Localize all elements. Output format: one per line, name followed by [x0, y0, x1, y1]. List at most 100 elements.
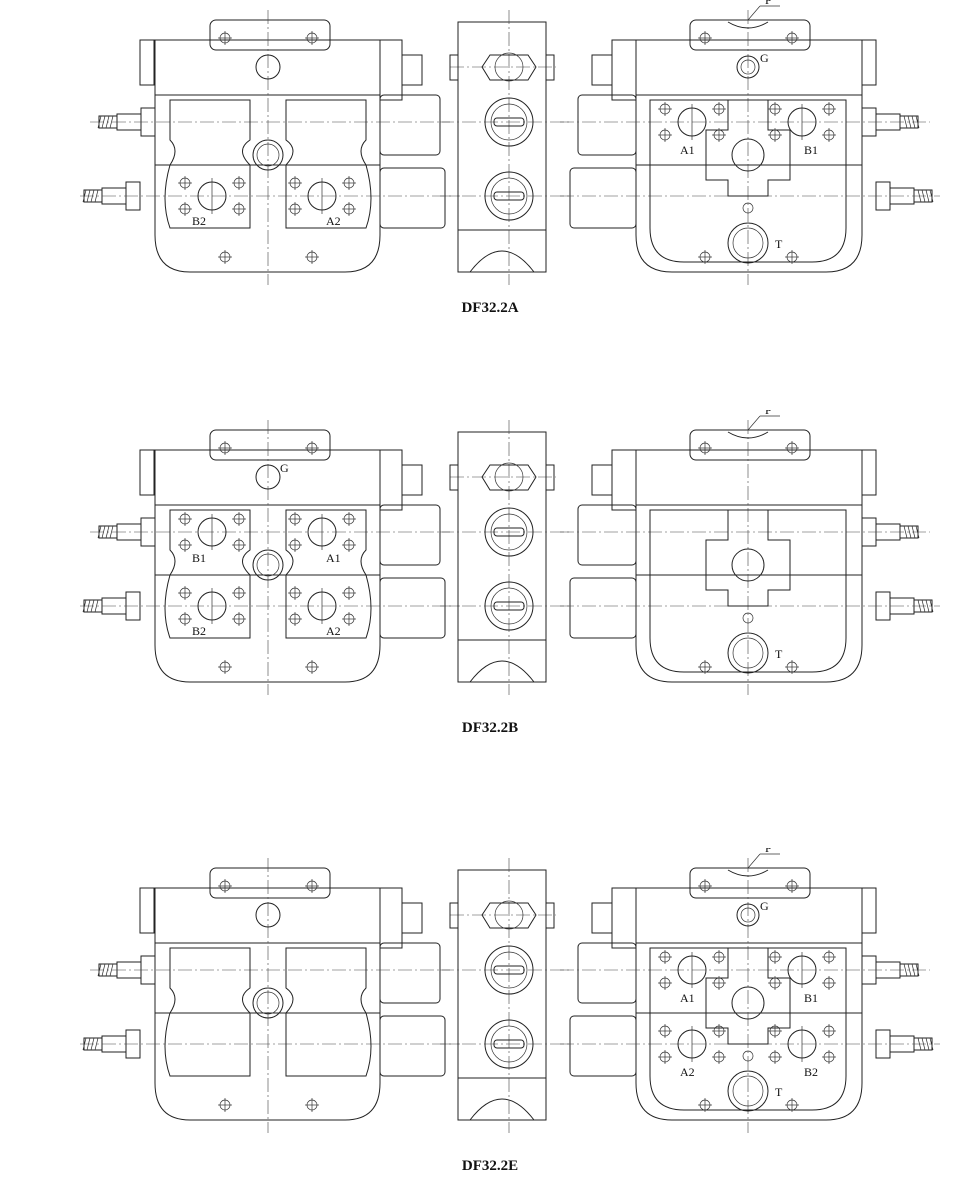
thread-hatch [94, 599, 99, 613]
spool-end-inner [490, 177, 528, 215]
side-view [440, 420, 570, 695]
spool-end-inner [490, 587, 528, 625]
t-port-inner [732, 227, 764, 259]
g-port [736, 903, 760, 927]
front-cavity-left [164, 99, 251, 229]
thread-hatch [929, 599, 934, 613]
front-top-boss [209, 429, 331, 461]
rear-right-cap [861, 887, 877, 934]
rear-cavity [649, 509, 847, 673]
center-plug [252, 549, 284, 581]
side-body [457, 21, 547, 273]
rear-cross-boss [705, 99, 791, 197]
rear-left-block [569, 167, 637, 229]
rear-top-boss [689, 867, 811, 899]
port-label-b1: B1 [192, 551, 206, 565]
center-plug-inner [256, 991, 280, 1015]
center-plug-inner [256, 143, 280, 167]
side-base-arch [469, 250, 535, 273]
front-right-nut [401, 464, 423, 496]
g-port-inner [740, 907, 756, 923]
rear-top-boss [689, 19, 811, 51]
rear-center-port [731, 986, 765, 1020]
spool-end-outer [484, 945, 534, 995]
thread-hatch [94, 1037, 99, 1051]
t-pilot [742, 1050, 754, 1062]
p-leader [747, 853, 761, 869]
thread-hatch [109, 115, 114, 129]
thread-hatch [903, 963, 908, 977]
side-body [457, 869, 547, 1121]
port-label-b1: B1 [804, 991, 818, 1005]
port-label-a1: A1 [680, 143, 695, 157]
front-top-boss [209, 19, 331, 51]
figure-caption: DF32.2B [461, 720, 519, 736]
center-plug-inner [256, 553, 280, 577]
side-view [440, 858, 570, 1133]
port-label-b1: B1 [804, 143, 818, 157]
rear-left-nut [591, 464, 613, 496]
side-left-stub [449, 464, 459, 491]
front-right-block [379, 504, 441, 566]
thread-hatch [925, 189, 930, 203]
rear-top-boss [689, 429, 811, 461]
spool-end-outer [484, 97, 534, 147]
rear-left-block [577, 942, 637, 1004]
front-body [154, 449, 381, 683]
spool-slot [493, 191, 525, 201]
t-port-inner [732, 1075, 764, 1107]
p-leader [747, 415, 761, 431]
front-left-cap [139, 887, 155, 934]
rear-cavity [649, 947, 847, 1111]
center-plug [252, 987, 284, 1019]
t-port-inner [732, 637, 764, 669]
spool-end-outer [484, 1019, 534, 1069]
side-left-stub [449, 54, 459, 81]
side-hex-nut [481, 54, 537, 81]
front-cavity-right [285, 947, 372, 1077]
thread-hatch [109, 525, 114, 539]
thread-hatch [94, 189, 99, 203]
spool-end-inner [490, 951, 528, 989]
rear-body [635, 887, 863, 1121]
port-label-g: G [760, 899, 769, 913]
port-label-a2: A2 [326, 624, 341, 638]
thread-hatch [925, 599, 930, 613]
front-cavity-right [285, 99, 372, 229]
p-port-notch [727, 431, 769, 439]
side-right-stub [545, 54, 555, 81]
thread-hatch [925, 1037, 930, 1051]
figure-caption: DF32.2E [461, 1158, 519, 1174]
front-cavity-left [164, 947, 251, 1077]
front-right-block [379, 167, 446, 229]
port-label-t: T [775, 647, 783, 661]
p-port-notch [727, 869, 769, 877]
spool-end-inner [490, 513, 528, 551]
front-top-boss [209, 867, 331, 899]
rear-left-block [569, 577, 637, 639]
thread-hatch [907, 525, 912, 539]
side-base-arch [469, 1098, 535, 1121]
gauge-plug [255, 464, 281, 490]
port-label-p: P [765, 410, 772, 417]
front-left-cap [139, 39, 155, 86]
side-left-stub [449, 902, 459, 929]
side-right-stub [545, 464, 555, 491]
g-port-inner [740, 59, 756, 75]
front-cavity-right [285, 509, 372, 639]
front-cavity-left [164, 509, 251, 639]
t-pilot [742, 612, 754, 624]
port-label-p: P [765, 0, 772, 7]
t-port-outer [727, 222, 769, 264]
side-hex-nut [481, 464, 537, 491]
thread-hatch [903, 115, 908, 129]
front-body [154, 39, 381, 273]
front-right-block [379, 94, 441, 156]
front-right-block [379, 577, 446, 639]
thread-hatch [109, 963, 114, 977]
spool-slot [493, 1039, 525, 1049]
